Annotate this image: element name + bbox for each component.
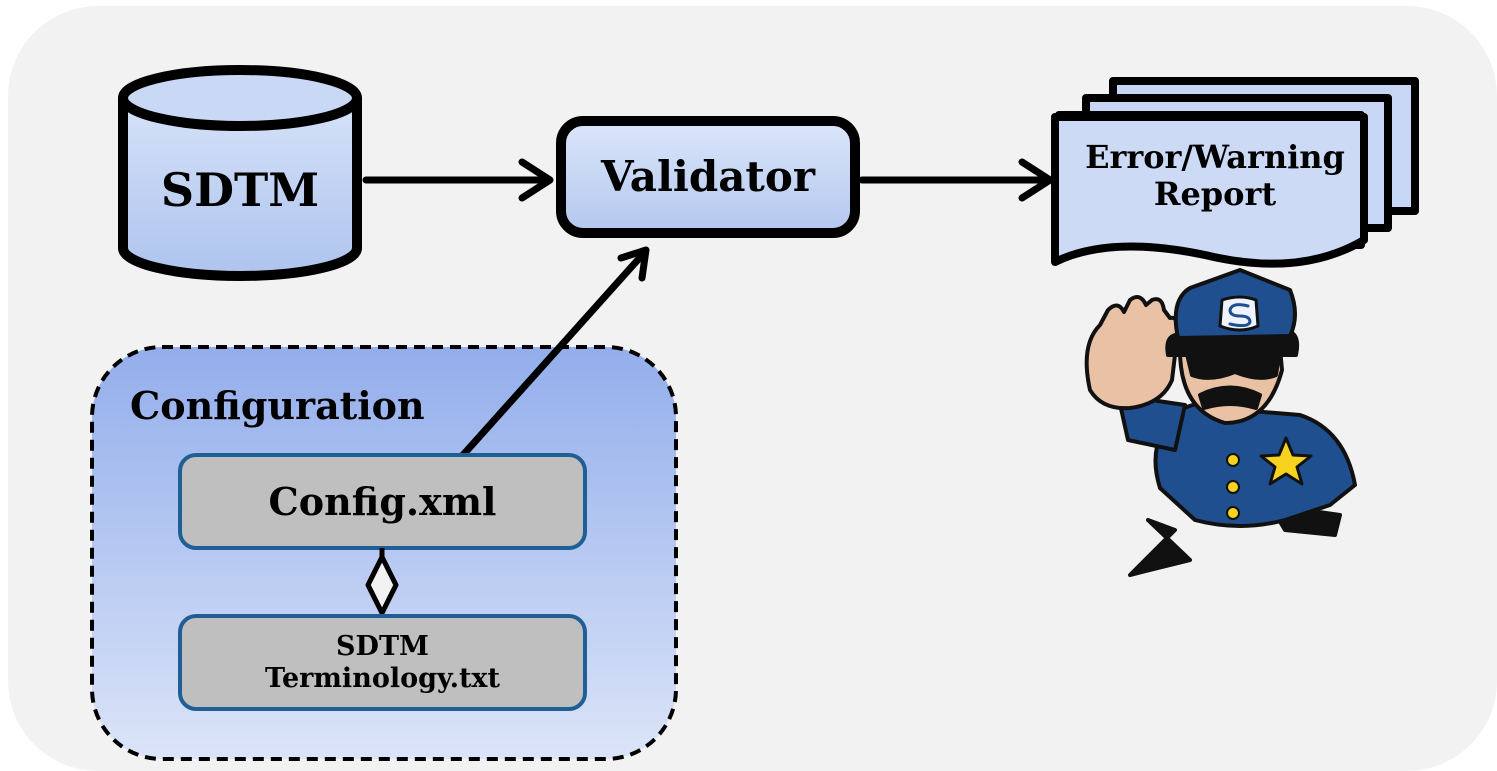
arrow-config-to-validator <box>459 246 650 459</box>
arrow-validator-to-report <box>858 158 1054 202</box>
database-cylinder-icon <box>118 65 362 281</box>
diamond-connector-icon <box>365 548 399 616</box>
document-stack-icon <box>1051 77 1419 268</box>
config-xml-box <box>178 453 587 550</box>
arrow-sdtm-to-validator <box>362 158 554 202</box>
terminology-box <box>178 614 587 711</box>
validator-box <box>556 116 860 238</box>
police-officer-stop-icon <box>1084 268 1357 577</box>
